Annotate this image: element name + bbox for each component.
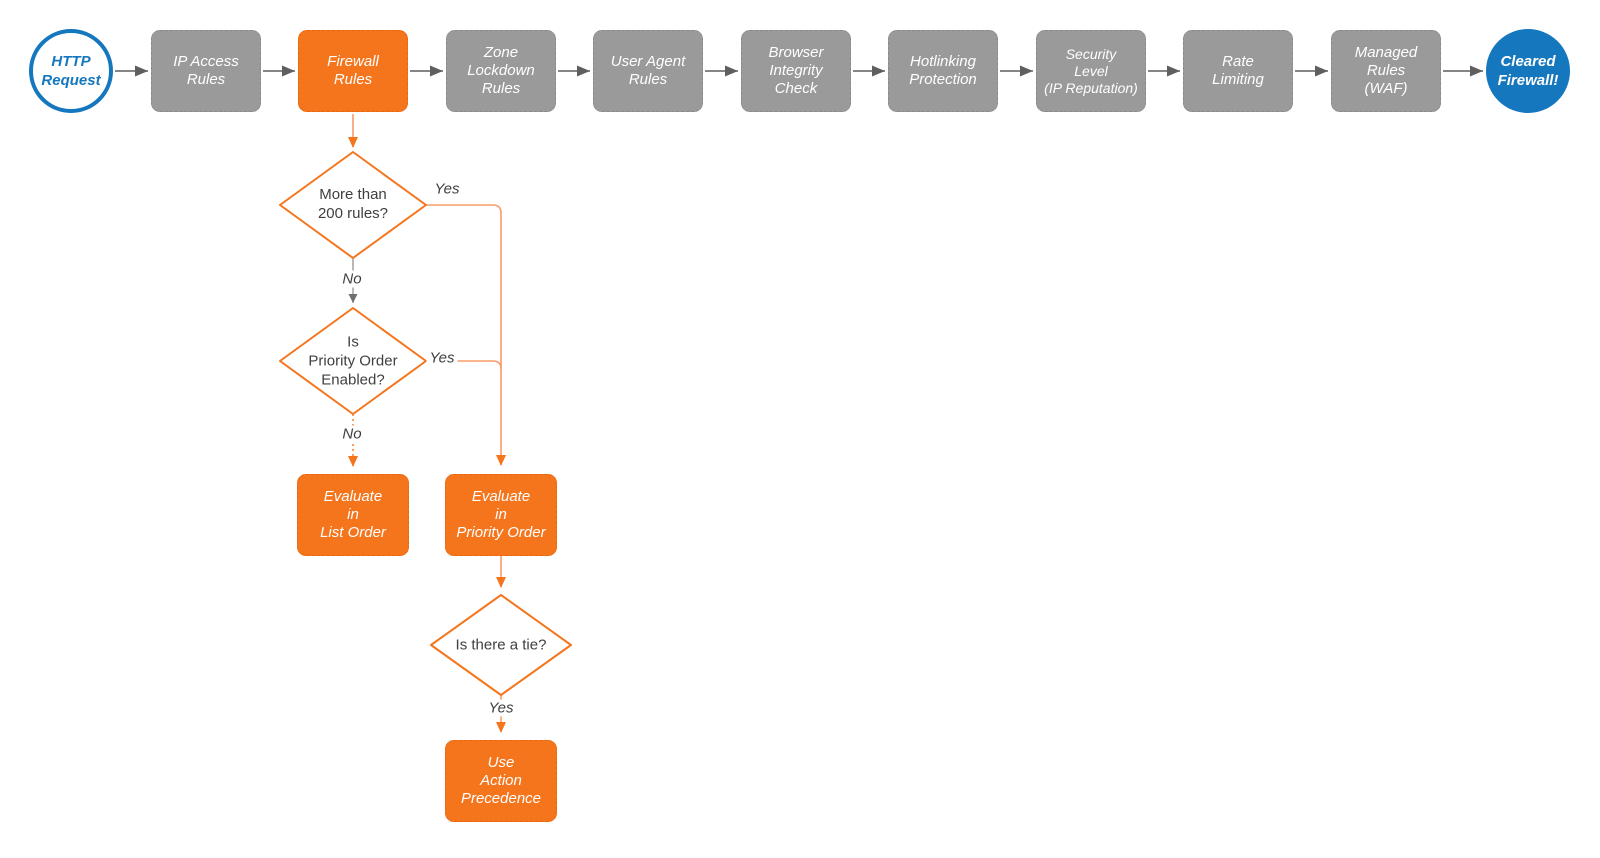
edge-label-decision1-no: No [339,270,365,288]
node-browser-integrity-check: Browser Integrity Check [741,30,851,112]
decision-diamond-more-than-200-rules [279,151,427,259]
edge-label-decision2-no: No [339,425,365,443]
node-managed-rules-waf: Managed Rules (WAF) [1331,30,1441,112]
decision-diamond-priority-order-enabled [279,307,427,415]
node-firewall-rules: Firewall Rules [298,30,408,112]
edge-label-decision1-yes: Yes [431,180,463,198]
node-http-request: HTTP Request [29,29,113,113]
node-user-agent-rules: User Agent Rules [593,30,703,112]
decision-label-is-there-a-tie: Is there a tie? [455,636,547,654]
edge-label-decision3-yes: Yes [485,699,517,717]
node-security-level: Security Level (IP Reputation) [1036,30,1146,112]
node-evaluate-in-list-order: Evaluate in List Order [297,474,409,556]
decision-label-more-than-200-rules: More than 200 rules? [317,186,389,222]
decision-label-priority-order-enabled: Is Priority Order Enabled? [308,333,398,389]
decision-diamond-is-there-a-tie [430,594,572,696]
node-ip-access-rules: IP Access Rules [151,30,261,112]
edge-label-decision2-yes: Yes [426,349,458,367]
arrow-decision2-yes-join [426,360,502,370]
node-cleared-firewall: Cleared Firewall! [1486,29,1570,113]
arrow-decision1-yes-to-priority-order [426,204,506,466]
node-zone-lockdown-rules: Zone Lockdown Rules [446,30,556,112]
node-hotlinking-protection: Hotlinking Protection [888,30,998,112]
node-use-action-precedence: Use Action Precedence [445,740,557,822]
node-evaluate-in-priority-order: Evaluate in Priority Order [445,474,557,556]
node-rate-limiting: Rate Limiting [1183,30,1293,112]
